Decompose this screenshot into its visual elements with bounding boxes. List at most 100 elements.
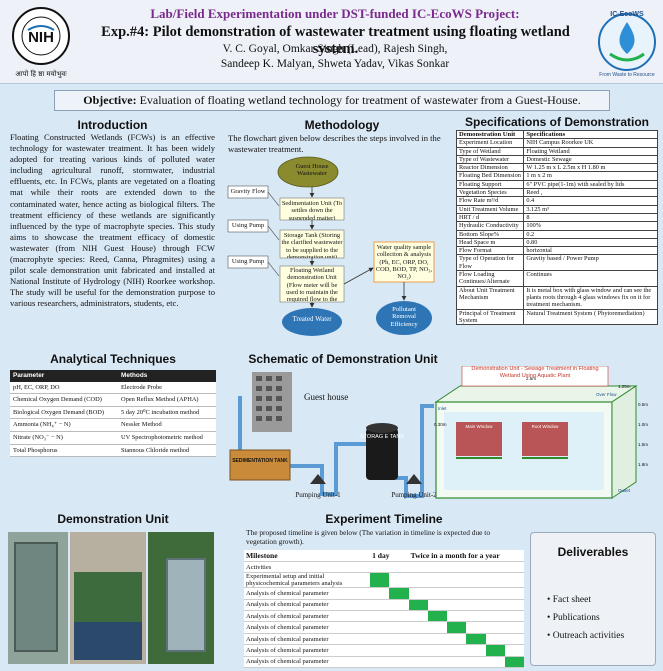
timeline-milestone-cell: Activities	[244, 561, 371, 574]
pump-label-2: Using Pump	[231, 258, 265, 265]
ic-ecows-logo-sub: From Waste to Resource	[599, 72, 655, 78]
timeline-empty-cell	[485, 610, 505, 623]
timeline-empty-cell	[466, 621, 486, 634]
spec-value-cell: Gravity based / Power Pump	[523, 254, 658, 272]
timeline-empty-cell	[485, 572, 505, 589]
timeline-empty-cell	[504, 572, 524, 589]
pump-2-text: Pumping Unit-2	[391, 491, 437, 499]
timeline-active-cell	[408, 599, 428, 612]
analytical-method-cell: Stannous Chloride method	[118, 444, 216, 458]
deliverables-box: Deliverables Fact sheetPublicationsOutre…	[530, 532, 656, 666]
authors-line-2: Sandeep K. Malyan, Shweta Yadav, Vikas S…	[220, 58, 450, 70]
timeline-empty-cell	[466, 561, 486, 574]
spec-col-unit: Demonstration Unit	[455, 129, 525, 140]
timeline-milestone-cell: Analysis of chemical parameter	[244, 656, 371, 669]
introduction-heading: Introduction	[77, 118, 148, 132]
sampling-label: Water quality sample collection & analys…	[375, 244, 433, 281]
spec-value-cell: Continues	[523, 270, 658, 287]
poster-title: Exp.#4: Pilot demonstration of wastewate…	[101, 24, 570, 57]
deliverable-item: Publications	[547, 609, 624, 627]
timeline-milestone-cell: Analysis of chemical parameter	[244, 599, 371, 612]
storage-tank-shape	[366, 423, 398, 480]
analytical-parameter-cell: Total Phosphorus	[10, 444, 118, 458]
introduction-body: Floating Constructed Wetlands (FCWs) is …	[10, 132, 215, 309]
timeline-row: Analysis of chemical parameter	[244, 610, 524, 623]
timeline-empty-cell	[447, 610, 467, 623]
photo-unit-interior	[70, 532, 146, 664]
timeline-header-row: Milestone 1 day Twice in a month for a y…	[244, 550, 524, 562]
table-row: Bottom Slope%0.2	[455, 229, 658, 239]
spec-header-row: Demonstration Unit Specifications	[455, 129, 658, 140]
timeline-active-cell	[389, 587, 409, 600]
timeline-empty-cell	[466, 587, 486, 600]
gravity-flow-label: Gravity Flow	[230, 188, 266, 195]
spec-param-cell: Flow Loading Continues/Alternate	[455, 270, 525, 287]
analytical-parameter-cell: Nitrate (NO₃⁻ − N)	[10, 431, 118, 445]
authors-line-1: V. C. Goyal, Omkar Singh (Lead), Rajesh …	[222, 43, 448, 55]
timeline-empty-cell	[408, 656, 428, 669]
pump-2-icon	[406, 474, 422, 484]
analytical-method-cell: Electrode Probe	[118, 381, 216, 395]
timeline-empty-cell	[504, 587, 524, 600]
timeline-empty-cell	[427, 587, 448, 600]
logo-hindi-text: आपो हि ष्ठा मयोभुवः	[15, 69, 67, 78]
project-line: Lab/Field Experimentation under DST-fund…	[150, 6, 520, 21]
timeline-col-day: 1 day	[370, 550, 409, 562]
timeline-empty-cell	[466, 656, 486, 669]
spec-param-cell: Unit Treatment Volume	[455, 204, 525, 214]
analytical-col-parameter: Parameter	[10, 370, 118, 382]
pump-1-text: Pumping Unit-1	[295, 491, 341, 499]
nih-logo: NIH आपो हि ष्ठा मयोभुवः	[6, 4, 76, 80]
timeline-empty-cell	[447, 656, 467, 669]
timeline-empty-cell	[485, 633, 505, 646]
timeline-empty-cell	[370, 599, 390, 612]
timeline-empty-cell	[389, 561, 409, 574]
timeline-empty-cell	[427, 656, 448, 669]
efficiency-label: Pollutant Removal Efficiency	[390, 306, 418, 328]
analytical-method-cell: 5 day 20⁰C incubation method	[118, 406, 216, 420]
dim-side-text: 1.25m	[618, 384, 631, 389]
timeline-empty-cell	[427, 572, 448, 589]
poster-header	[0, 0, 663, 84]
timeline-empty-cell	[447, 599, 467, 612]
timeline-empty-cell	[485, 561, 505, 574]
timeline-row: Analysis of chemical parameter	[244, 599, 524, 612]
analytical-col-methods: Methods	[118, 370, 216, 382]
sedimentation-label: Sedimentation Unit (To settles down the …	[281, 200, 343, 220]
spec-param-cell: Type of Wetland	[455, 146, 525, 156]
timeline-empty-cell	[370, 621, 390, 634]
schematic-diagram: Guest house SEDIMENTATION TANK STORAG E …	[229, 366, 648, 499]
guest-house-oval	[277, 156, 339, 188]
table-row: Ammonia (NH₄⁺ − N)Nessler Method	[10, 418, 216, 432]
analytical-parameter-cell: Biological Oxygen Demand (BOD)	[10, 406, 118, 420]
spec-value-cell: 3.125 m³	[523, 204, 658, 214]
analytical-method-cell: Nessler Method	[118, 418, 216, 432]
unit-title-box	[461, 366, 609, 387]
timeline-empty-cell	[447, 644, 467, 657]
storage-box	[279, 229, 345, 259]
timeline-heading: Experiment Timeline	[325, 512, 443, 526]
spec-param-cell: HRT / d	[455, 212, 525, 223]
timeline-row: Experimental setup and initial physicoch…	[244, 572, 524, 589]
timeline-intro: The proposed timeline is given below (Th…	[246, 528, 491, 546]
spec-value-cell: 8	[523, 212, 658, 223]
timeline-milestone-cell: Analysis of chemical parameter	[244, 610, 371, 623]
timeline-row: Activities	[244, 561, 524, 574]
timeline-empty-cell	[466, 599, 486, 612]
spec-value-cell: Domestic Sewage	[523, 154, 658, 165]
timeline-empty-cell	[370, 644, 390, 657]
guest-house-text: Guest house	[304, 392, 348, 402]
timeline-empty-cell	[504, 610, 524, 623]
timeline-empty-cell	[504, 599, 524, 612]
dim-h4-text: 1.8m	[638, 462, 648, 467]
analytical-parameter-cell: pH, EC, ORP, DO	[10, 381, 118, 395]
spec-param-cell: Principal of Treatment System	[455, 308, 525, 326]
timeline-empty-cell	[408, 633, 428, 646]
